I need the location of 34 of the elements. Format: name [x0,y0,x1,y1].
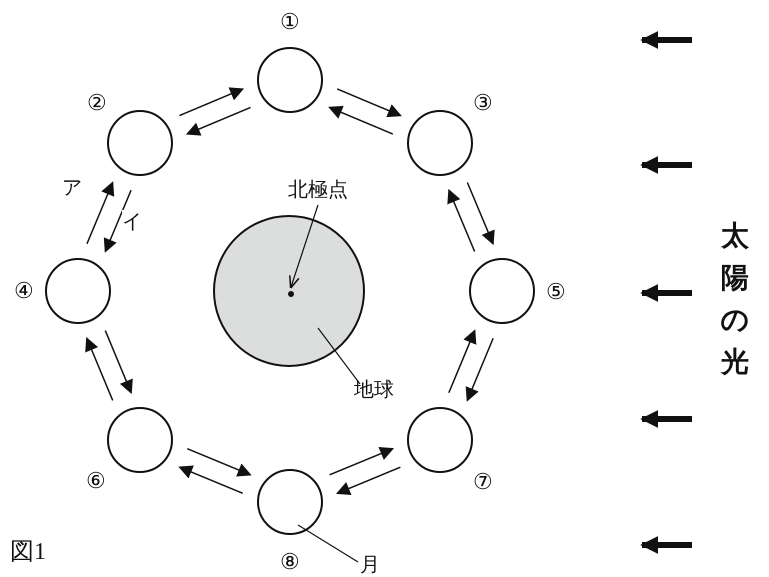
arrow [466,182,495,246]
figure-label: 図1 [10,538,46,566]
arrow [336,466,401,495]
callout-text: 月 [360,553,380,577]
pole-dot [288,291,294,297]
arrow [329,447,394,476]
arrow [336,88,402,118]
arrow [448,329,476,394]
arrow [85,336,114,401]
leader-line [318,328,360,384]
arrow [447,188,476,252]
arrow [86,181,114,244]
circled-number: ⑤ [546,280,566,304]
circled-number: ⑦ [472,470,493,494]
circled-number: ④ [14,278,34,303]
arrow [104,190,132,253]
arrow [179,87,244,116]
arrow [466,338,494,402]
arrow [186,448,252,476]
circled-number: ③ [472,90,493,115]
leader-line [298,524,358,563]
callout-text: 北極点 [288,178,348,202]
arrow [328,106,394,135]
circled-number: ② [86,90,107,115]
arrow [104,330,133,394]
arrow [178,466,244,494]
callout-text: 地球 [354,378,394,402]
edge-label: イ [122,210,142,234]
circled-number: ⑥ [86,468,106,493]
vertical-label: 太陽の光 [720,218,750,380]
leader-line [289,204,319,289]
arrow [186,106,251,136]
circled-number: ① [280,10,300,34]
circled-number: ⑧ [280,550,300,574]
